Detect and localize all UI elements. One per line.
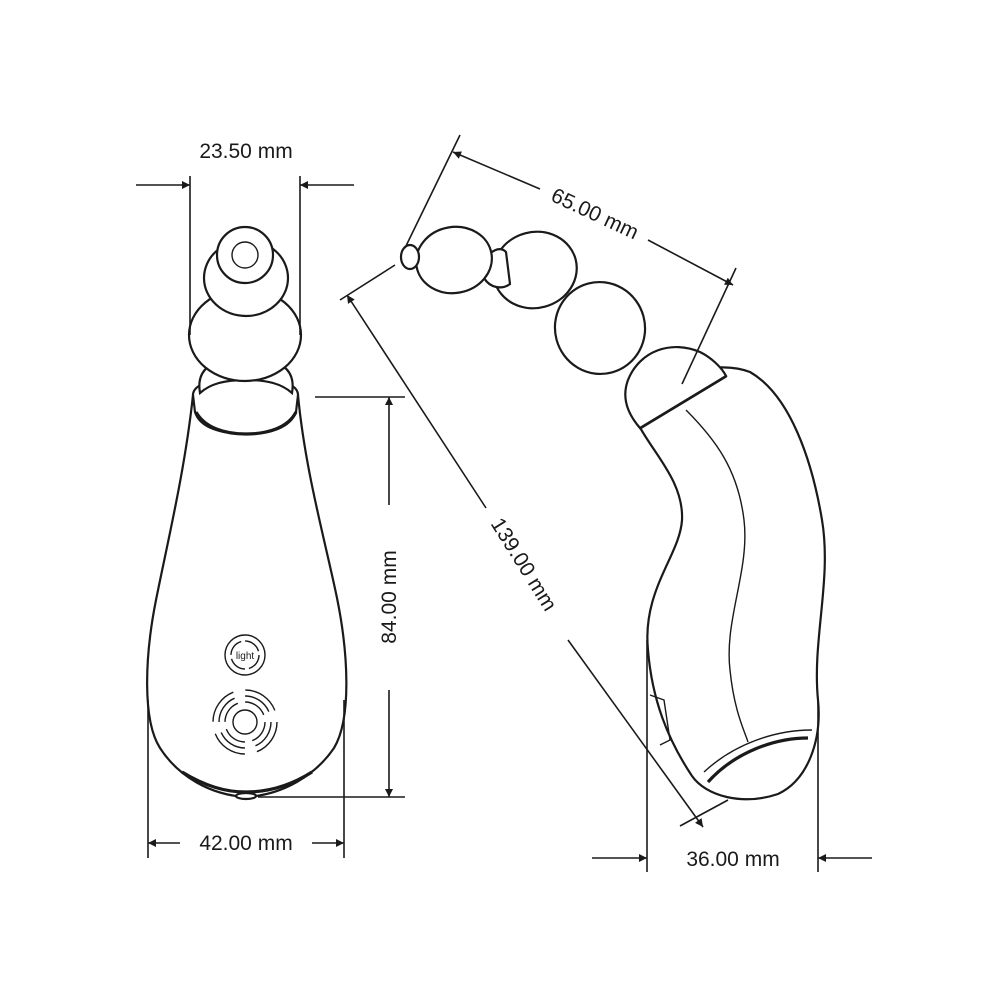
side-body [634,366,826,801]
dim-side-base-width: 36.00 mm [592,640,872,872]
side-bead-large [553,280,647,376]
dim-height-label: 84.00 mm [378,550,401,643]
dim-top-width: 23.50 mm [136,140,354,335]
side-button [649,694,671,746]
front-body [146,393,348,799]
side-lower-band [706,736,809,784]
front-tip-hole [231,241,259,269]
dim-bead-span-label: 65.00 mm [548,184,642,244]
dim-top-width-label: 23.50 mm [199,140,292,163]
dim-base-width-label: 42.00 mm [199,832,292,855]
front-view: light 23.50 mm 84.00 mm [136,140,405,858]
side-bead-small [415,225,493,295]
side-tip [399,243,421,271]
dim-total-length-label: 139.00 mm [486,514,561,615]
light-button: light [224,634,266,676]
side-inner-contour [685,409,749,743]
front-tip [215,225,275,285]
dim-side-base-width-label: 36.00 mm [686,848,779,871]
vibration-button [212,689,278,755]
side-neck [624,345,728,430]
dim-base-width: 42.00 mm [147,700,345,858]
dim-height: 84.00 mm [258,396,405,798]
light-button-label: light [236,651,255,662]
side-view: 65.00 mm 139.00 mm 36.00 mm [339,134,872,872]
